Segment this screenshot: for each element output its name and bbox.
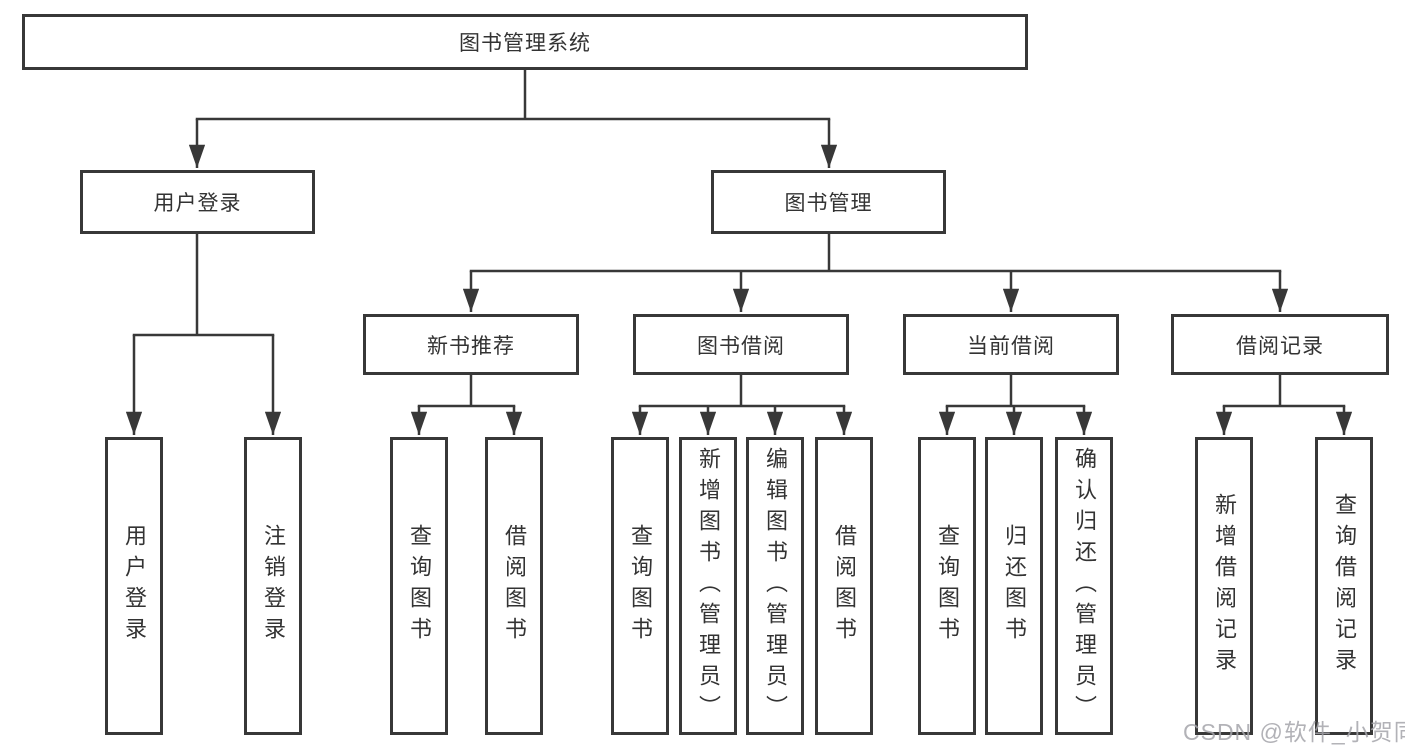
leaf-label: 新增借阅记录 (1212, 493, 1237, 679)
node-current-borrow: 当前借阅 (903, 314, 1119, 375)
leaf-label: 查询图书 (628, 524, 653, 648)
leaf-user-login: 用户登录 (105, 437, 163, 735)
node-book-borrow: 图书借阅 (633, 314, 849, 375)
node-label: 图书借阅 (697, 334, 785, 358)
leaf-label: 借阅图书 (832, 524, 857, 648)
leaf-label: 编辑图书（管理员） (763, 446, 788, 726)
leaf-query-borrow-record: 查询借阅记录 (1315, 437, 1373, 735)
leaf-label: 借阅图书 (502, 524, 527, 648)
node-label: 用户登录 (153, 192, 242, 215)
node-book-management: 图书管理 (711, 170, 946, 234)
node-label: 图书管理系统 (459, 32, 591, 55)
leaf-label: 归还图书 (1002, 524, 1027, 648)
leaf-label: 确认归还（管理员） (1072, 446, 1097, 726)
leaf-query-books-borrow: 查询图书 (611, 437, 669, 735)
leaf-label: 查询图书 (935, 524, 960, 648)
node-borrow-records: 借阅记录 (1171, 314, 1389, 375)
leaf-borrow-books-recommend: 借阅图书 (485, 437, 543, 735)
leaf-label: 新增图书（管理员） (696, 446, 721, 726)
leaf-query-books-current: 查询图书 (918, 437, 976, 735)
leaf-label: 查询借阅记录 (1332, 493, 1357, 679)
leaf-label: 查询图书 (407, 524, 432, 648)
node-label: 新书推荐 (427, 334, 515, 358)
node-new-book-recommend: 新书推荐 (363, 314, 579, 375)
node-label: 图书管理 (784, 192, 873, 215)
csdn-watermark: CSDN @软件_小贺同学 (1183, 719, 1405, 745)
leaf-query-books-recommend: 查询图书 (390, 437, 448, 735)
leaf-confirm-return-admin: 确认归还（管理员） (1055, 437, 1113, 735)
leaf-add-borrow-record: 新增借阅记录 (1195, 437, 1253, 735)
leaf-logout: 注销登录 (244, 437, 302, 735)
node-label: 借阅记录 (1236, 334, 1324, 358)
leaf-label: 用户登录 (122, 524, 147, 648)
leaf-borrow-books: 借阅图书 (815, 437, 873, 735)
node-library-management-system: 图书管理系统 (22, 14, 1028, 70)
node-user-login: 用户登录 (80, 170, 315, 234)
leaf-add-book-admin: 新增图书（管理员） (679, 437, 737, 735)
node-label: 当前借阅 (967, 334, 1055, 358)
leaf-label: 注销登录 (261, 524, 286, 648)
leaf-return-book: 归还图书 (985, 437, 1043, 735)
leaf-edit-book-admin: 编辑图书（管理员） (746, 437, 804, 735)
